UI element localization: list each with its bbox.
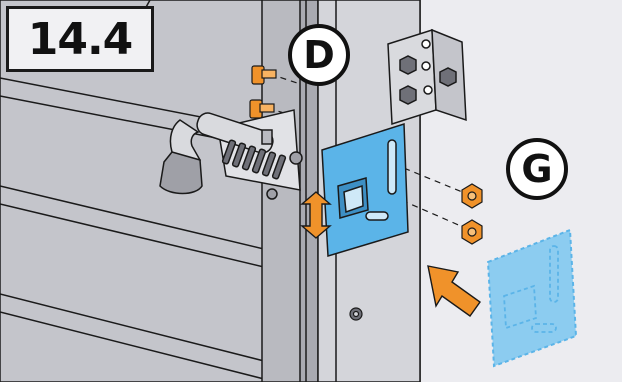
nut-g-top — [462, 184, 482, 208]
nut-g-bottom — [462, 220, 482, 244]
callout-g: G — [506, 138, 568, 200]
step-number-box: 14.4 — [6, 6, 154, 72]
wall-angle-bracket — [388, 30, 466, 124]
callout-d: D — [288, 24, 350, 86]
callout-d-label: D — [303, 33, 335, 77]
callout-g-label: G — [521, 147, 552, 191]
frame-bolt — [350, 308, 362, 320]
step-number: 14.4 — [28, 14, 133, 65]
